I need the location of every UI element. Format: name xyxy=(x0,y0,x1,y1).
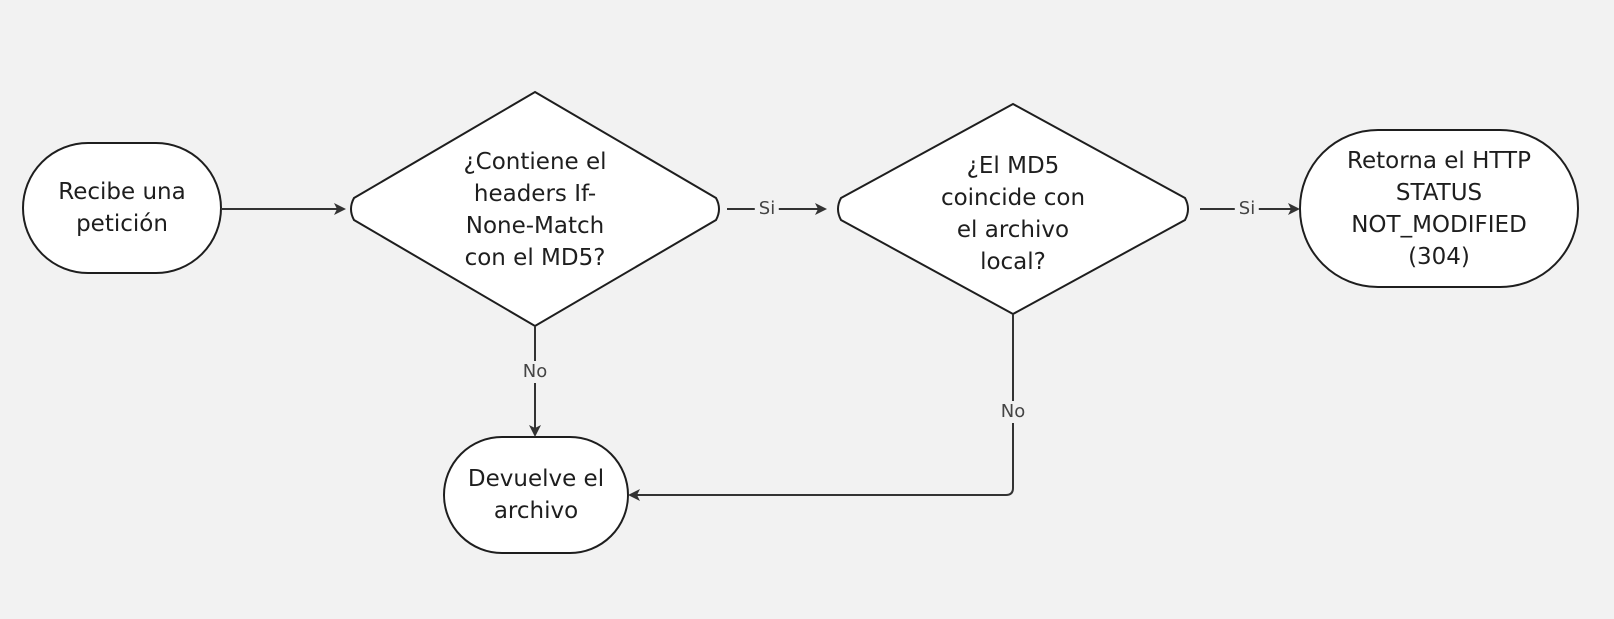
start-terminal-label: Recibe una petición xyxy=(58,179,186,237)
edge-label-header-yes: Si xyxy=(754,198,780,220)
edge-md5-to-return-file xyxy=(628,314,1014,501)
edge-label-header-no: No xyxy=(518,361,552,383)
not-modified-terminal-shape xyxy=(1299,129,1579,288)
return-file-terminal-label: Devuelve el archivo xyxy=(467,466,605,524)
decision-md5-label: ¿El MD5 coincide con el archivo local? xyxy=(940,153,1086,275)
decision-header-label: ¿Contiene el headers If- None-Match con … xyxy=(463,149,607,271)
edge-label-md5-no: No xyxy=(996,401,1030,423)
not-modified-terminal-label: Retorna el HTTP STATUS NOT_MODIFIED (304… xyxy=(1347,148,1531,270)
edge-label-md5-yes: Si xyxy=(1234,198,1260,220)
